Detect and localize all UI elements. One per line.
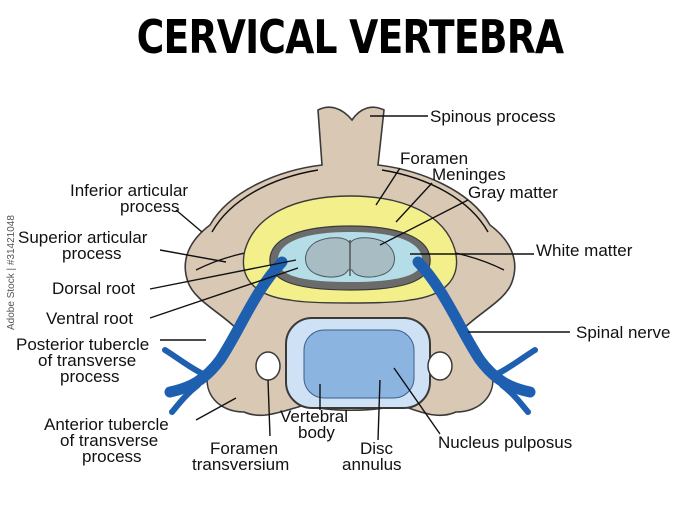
nerve-left	[164, 256, 288, 398]
label-posterior-tubercle-3: process	[60, 367, 120, 386]
nerve-left-branch-1	[162, 347, 208, 378]
nucleus-pulposus	[303, 329, 415, 399]
stock-watermark: Adobe Stock | #31421048	[6, 215, 17, 330]
articular-contour-left	[211, 169, 319, 233]
label-nucleus-pulposus: Nucleus pulposus	[438, 433, 572, 452]
nerve-left-branch-2	[169, 382, 201, 415]
articular-contour-right	[381, 169, 489, 233]
label-dorsal-root: Dorsal root	[52, 279, 135, 298]
label-meninges: Meninges	[432, 165, 506, 184]
leader-line	[395, 182, 433, 223]
leader-line	[149, 259, 297, 290]
label-foramen-transversium-1: Foramen	[210, 439, 278, 458]
label-ventral-root: Ventral root	[46, 309, 133, 328]
label-vertebral-body-1: Vertebral	[280, 407, 348, 426]
nerve-right	[412, 256, 536, 398]
label-vertebral-body-2: body	[298, 423, 335, 442]
leader-line	[159, 249, 227, 263]
leader-line	[393, 367, 441, 435]
label-inferior-articular-1: Inferior articular	[70, 181, 188, 200]
label-anterior-tubercle-3: process	[82, 447, 142, 466]
label-inferior-articular-2: process	[120, 197, 180, 216]
label-posterior-tubercle-2: of transverse	[38, 351, 136, 370]
label-spinous-process: Spinous process	[430, 107, 556, 126]
leader-line	[375, 167, 401, 206]
label-disc-annulus-1: Disc	[360, 439, 394, 458]
label-white-matter: White matter	[536, 241, 633, 260]
leader-line	[149, 267, 299, 319]
label-anterior-tubercle-1: Anterior tubercle	[44, 415, 169, 434]
leader-line	[267, 379, 271, 437]
label-spinal-nerve: Spinal nerve	[576, 323, 671, 342]
label-foramen: Foramen	[400, 149, 468, 168]
diagram-title: CERVICAL VERTEBRA	[136, 10, 564, 64]
label-superior-articular-1: Superior articular	[18, 228, 148, 247]
label-disc-annulus-2: annulus	[342, 455, 402, 474]
label-gray-matter: Gray matter	[468, 183, 558, 202]
nerve-right-branch-1	[492, 347, 538, 378]
label-foramen-transversium-2: transversium	[192, 455, 289, 474]
nerve-right-branch-2	[499, 382, 531, 415]
foramen-transversium-left	[255, 351, 281, 381]
leader-line	[379, 199, 469, 246]
label-superior-articular-2: process	[62, 244, 122, 263]
leader-line	[195, 397, 237, 421]
leader-line	[377, 379, 381, 441]
label-anterior-tubercle-2: of transverse	[60, 431, 158, 450]
foramen-transversium-right	[427, 351, 453, 381]
leader-line	[175, 209, 203, 233]
label-posterior-tubercle-1: Posterior tubercle	[16, 335, 149, 354]
